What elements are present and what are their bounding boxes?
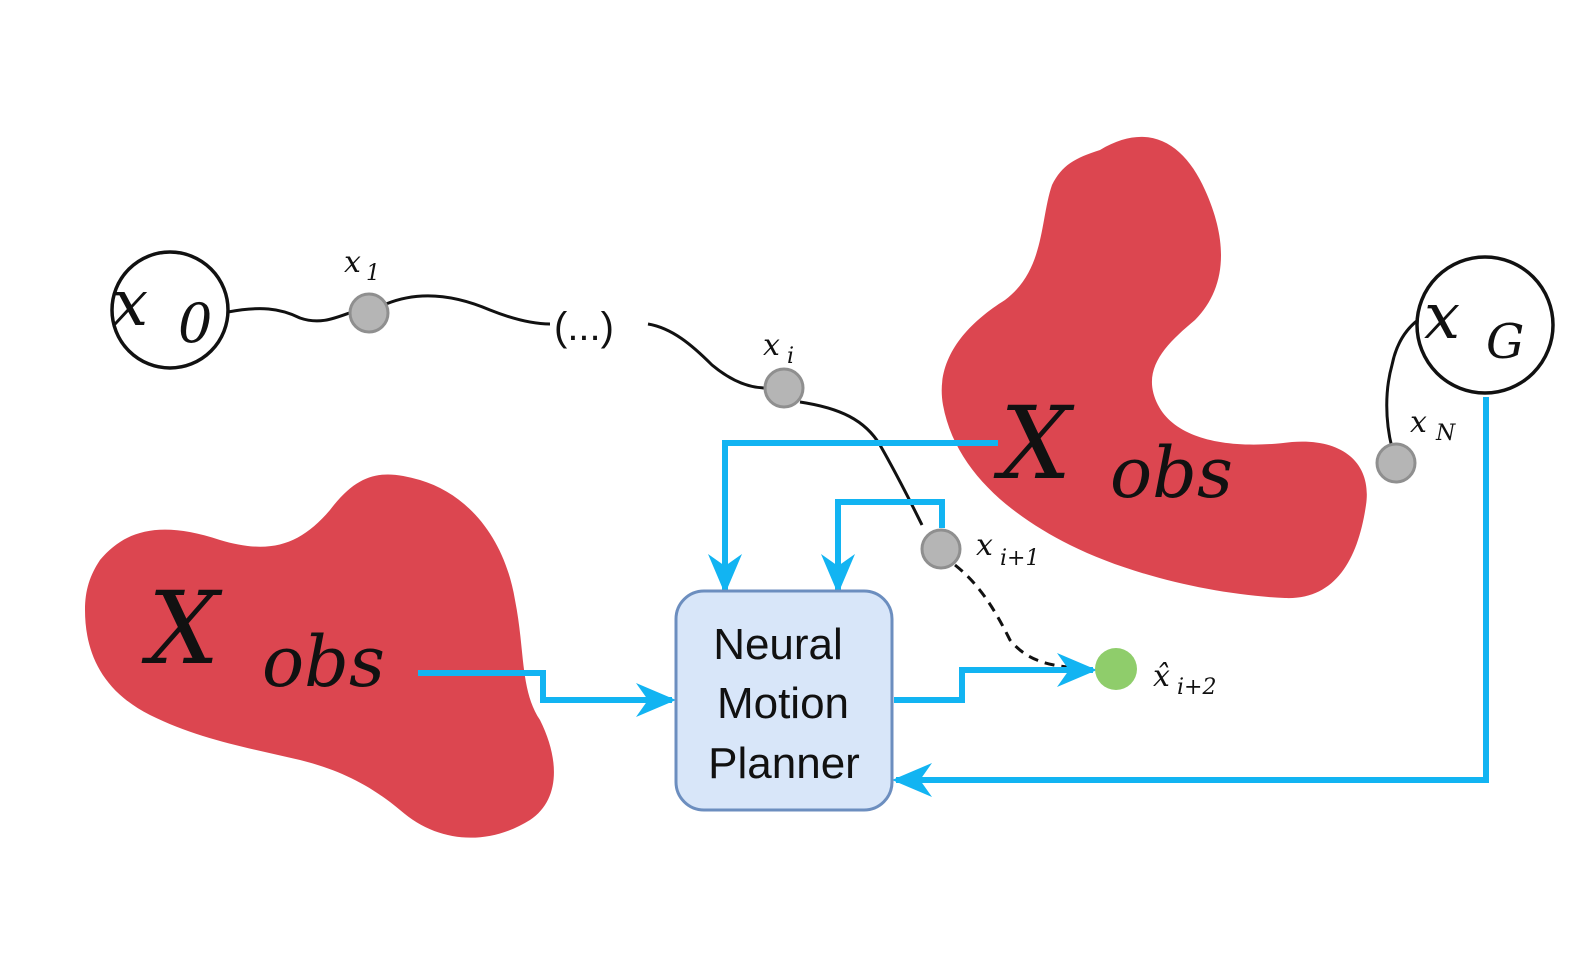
flow-arrow-obstacle-right-to-planner: [708, 440, 998, 594]
flow-arrow-obstacle-left-to-planner: [418, 670, 676, 717]
start-node: x 0: [110, 250, 230, 370]
obstacle-right-shape: [941, 136, 1367, 599]
path-segment-xi-xi1: [799, 400, 924, 526]
waypoint-x1: [348, 292, 390, 334]
waypoint-xi-plus-1: [920, 528, 962, 570]
planner-label-line-3: Planner: [708, 739, 860, 788]
svg-text:x: x: [976, 528, 993, 563]
planner-label-line-2: Motion: [717, 679, 849, 728]
obstacle-right-var: X: [993, 385, 1075, 502]
obstacle-right-sub: obs: [1110, 432, 1233, 514]
obstacle-left-var: X: [141, 570, 223, 687]
obstacle-left-shape: [85, 474, 554, 838]
svg-text:1: 1: [366, 261, 380, 286]
predicted-waypoint: [1095, 648, 1137, 690]
label-xi: x i: [763, 328, 794, 369]
waypoint-xi: [763, 367, 805, 409]
svg-text:x̂: x̂: [1153, 659, 1170, 694]
obstacle-right-label: X obs: [993, 385, 1233, 514]
start-node-var: x: [112, 267, 148, 341]
svg-text:x: x: [1410, 405, 1427, 440]
svg-text:i+1: i+1: [1000, 546, 1039, 571]
obstacle-left-sub: obs: [262, 621, 385, 703]
label-predicted-waypoint: x̂ i+2: [1153, 659, 1216, 700]
start-node-sub: 0: [178, 292, 212, 355]
goal-node: x G: [1415, 255, 1555, 395]
flow-arrow-current-state-to-planner: [821, 499, 945, 594]
goal-node-var: x: [1424, 280, 1460, 354]
path-segment-x0-x1: [227, 307, 353, 323]
label-xi-plus-1: x i+1: [976, 528, 1039, 571]
neural-motion-planner-box: Neural Motion Planner: [674, 589, 894, 812]
svg-text:N: N: [1435, 421, 1456, 446]
svg-text:i: i: [787, 344, 794, 369]
goal-node-sub: G: [1486, 314, 1524, 370]
path-segment-ellipsis-xi: [647, 322, 767, 390]
label-xN: x N: [1410, 405, 1456, 446]
predicted-path-segment: [954, 563, 1096, 670]
flow-arrow-goal-to-planner: [892, 397, 1489, 797]
flow-arrow-planner-to-prediction: [894, 653, 1097, 703]
svg-text:x: x: [763, 328, 780, 363]
path-segment-xN-xG: [1385, 318, 1419, 449]
waypoint-xN: [1375, 442, 1417, 484]
svg-text:x: x: [344, 245, 361, 280]
obstacle-left-label: X obs: [141, 570, 385, 703]
label-x1: x 1: [344, 245, 380, 286]
path-segment-x1-ellipsis: [385, 294, 551, 326]
ellipsis-label: (...): [554, 305, 614, 349]
planner-label-line-1: Neural: [713, 620, 843, 669]
svg-text:i+2: i+2: [1177, 675, 1216, 700]
